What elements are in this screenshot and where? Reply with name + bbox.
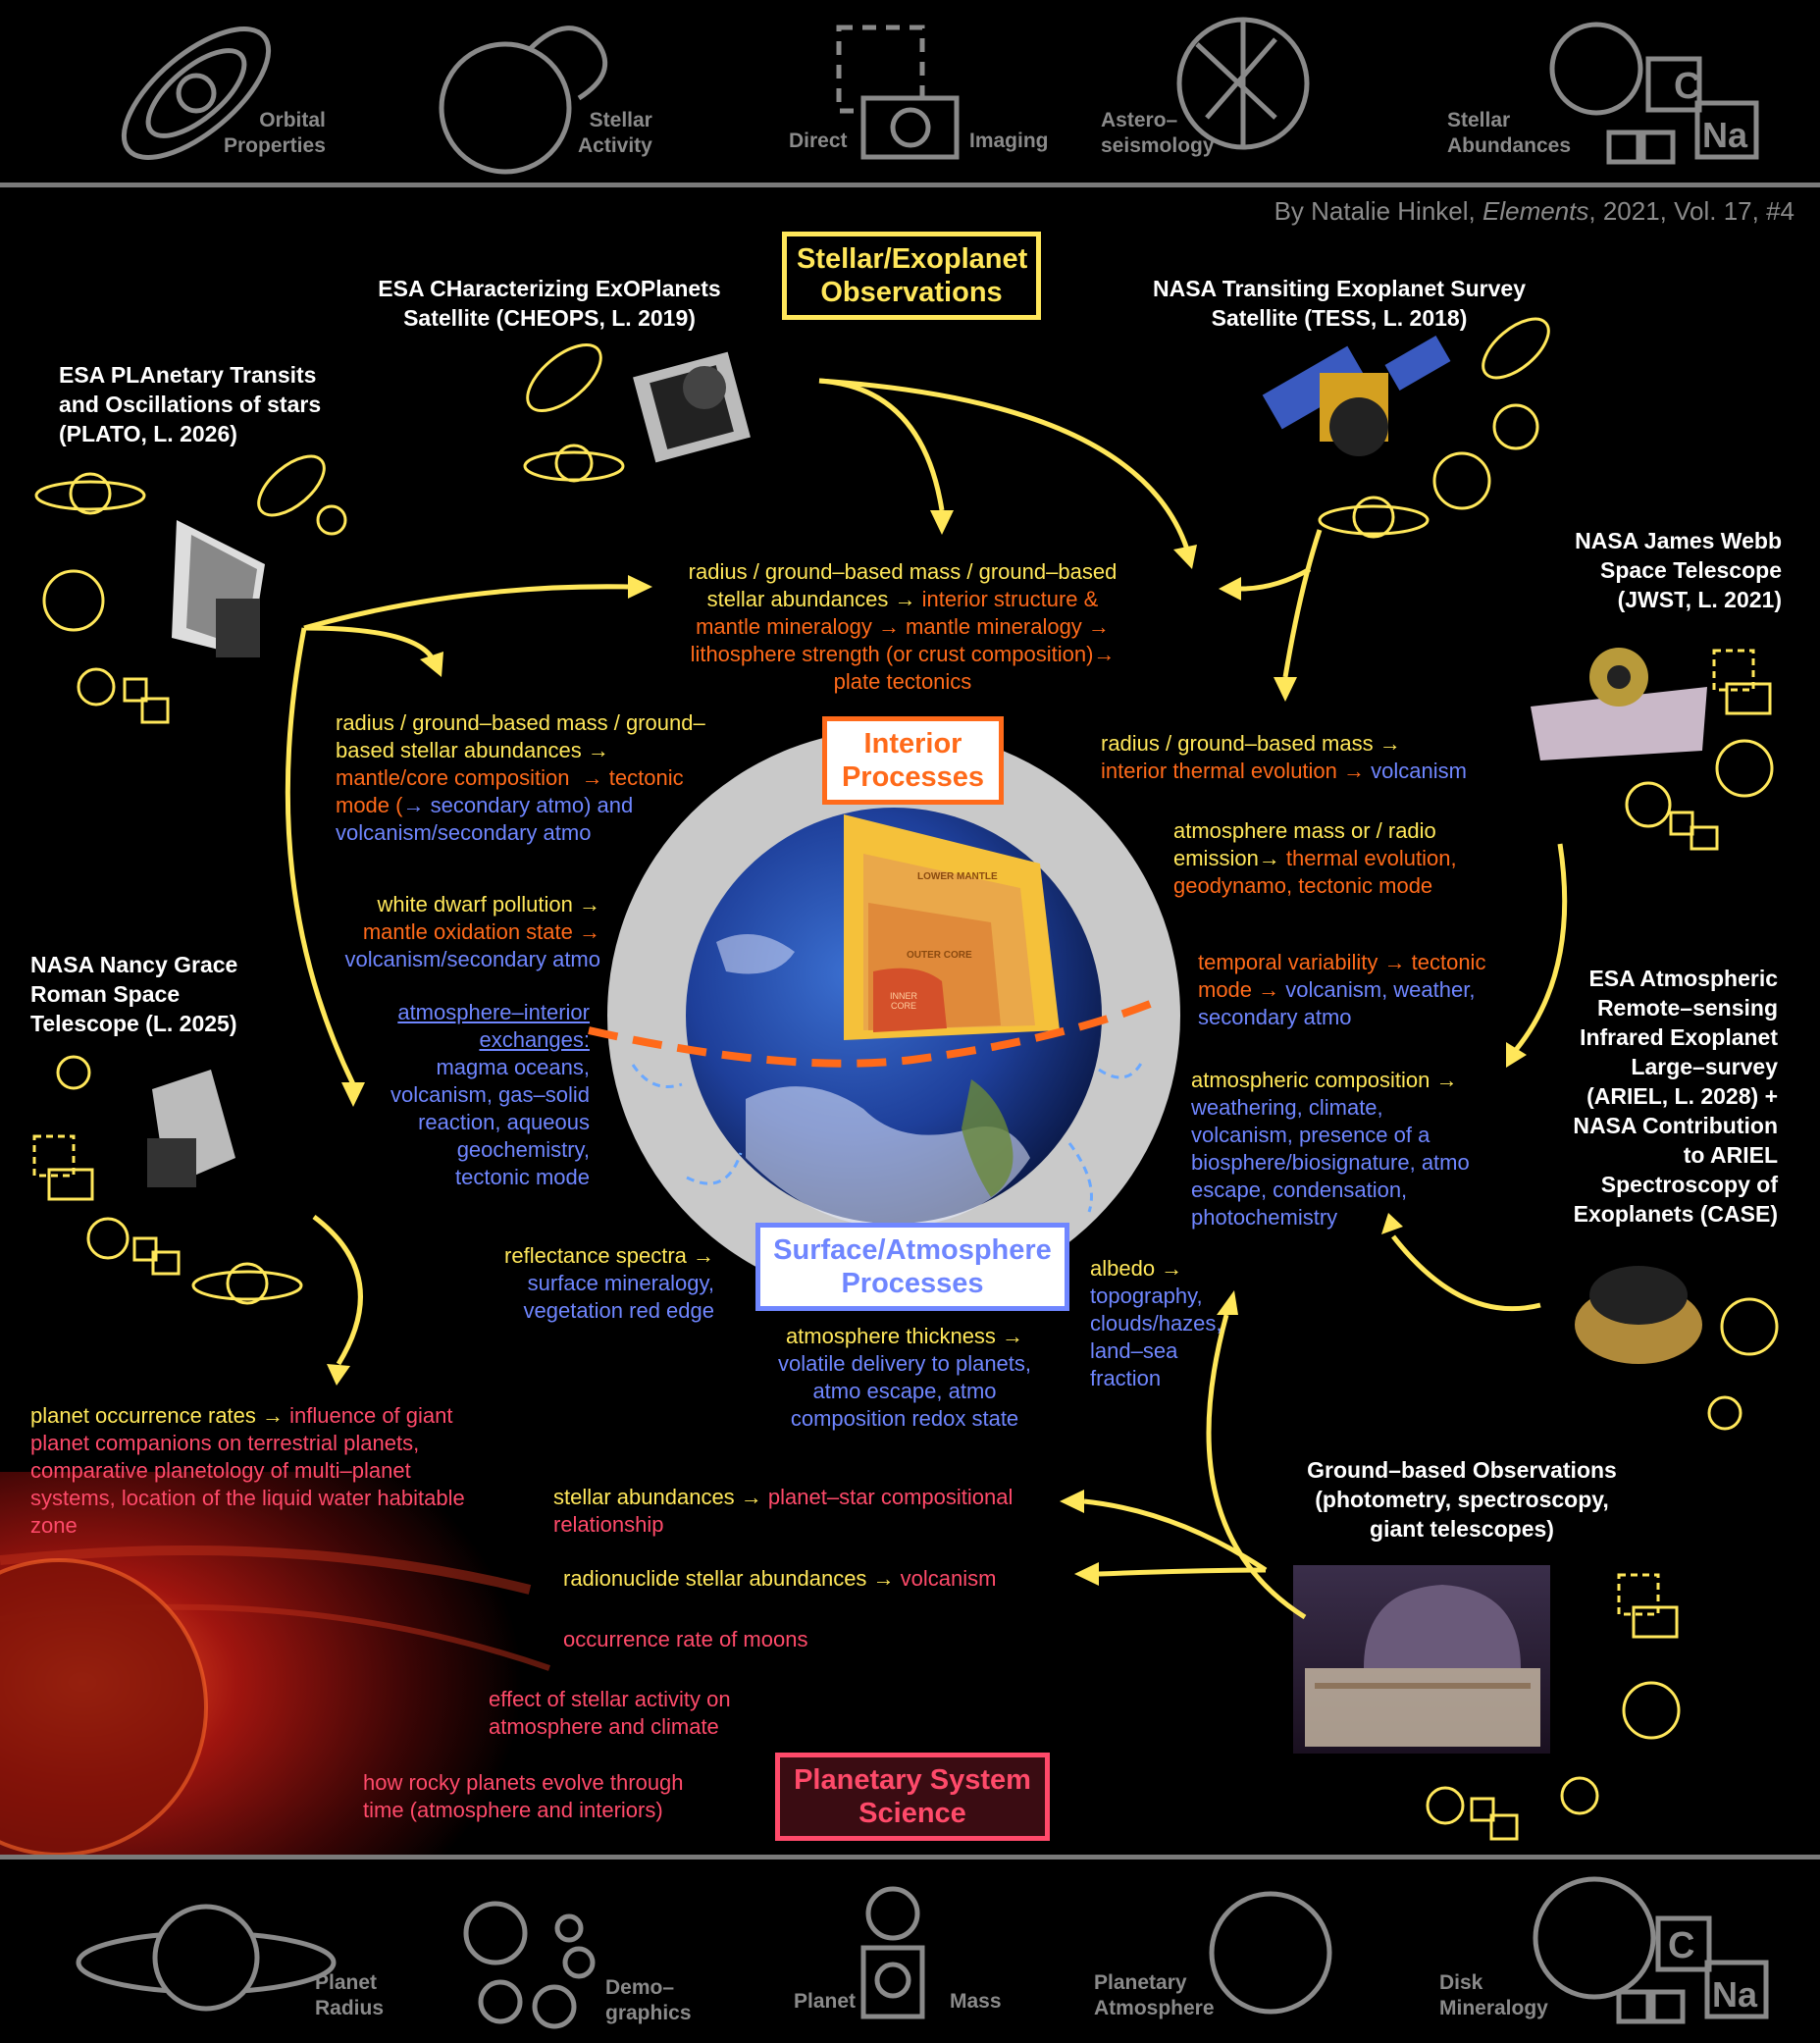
planet-mass-icon — [1560, 1776, 1599, 1815]
mission-cheops: ESA CHaracterizing ExOPlanets Satellite … — [378, 276, 721, 331]
demographics-label: Demo– graphics — [605, 1976, 692, 2024]
planetary-atmosphere-label: Planetary Atmosphere — [1094, 1971, 1215, 2019]
disk-mineralogy-icon — [1533, 1876, 1769, 2024]
planetary-atmosphere-icon — [1715, 739, 1774, 798]
planet-radius-label: Planet Radius — [315, 1971, 385, 2019]
stellar-activity-label: Stellar Activity — [578, 109, 652, 157]
note-left-1: radius / ground–based mass / ground– bas… — [336, 710, 705, 845]
note-rocky-planets: how rocky planets evolve through time (a… — [363, 1770, 684, 1822]
planetary-atmosphere-icon — [1209, 1891, 1332, 2015]
transit-icon — [1318, 504, 1430, 536]
mission-ground: Ground–based Observations (photometry, s… — [1307, 1457, 1617, 1542]
footer-element-c: C — [1668, 1925, 1694, 1966]
credit-line: By Natalie Hinkel, Elements, 2021, Vol. … — [1274, 196, 1794, 226]
footer-element-na: Na — [1712, 1974, 1758, 2015]
interior-box: Interior Processes — [822, 716, 1004, 805]
demographics-icon — [1707, 1395, 1742, 1431]
planetary-box: Planetary System Science — [775, 1753, 1050, 1841]
transit-icon — [34, 480, 146, 511]
planet-radius-icon — [76, 1904, 337, 2012]
asteroseismology-label: Astero– seismology — [1101, 109, 1215, 157]
direct-imaging-icon — [836, 25, 960, 160]
planetary-atmosphere-icon — [1720, 1297, 1779, 1356]
asteroseismology-icon — [1176, 17, 1310, 150]
planet-mass-icon — [860, 1886, 925, 2019]
demographics-icon — [316, 504, 347, 536]
note-left-2: white dwarf pollution → mantle oxidation… — [344, 892, 600, 971]
tess-craft — [1262, 336, 1451, 456]
mission-roman: NASA Nancy Grace Roman Space Telescope (… — [30, 952, 238, 1036]
note-right-1: radius / ground–based mass → interior th… — [1101, 731, 1467, 783]
asteroseismology-icon — [1432, 451, 1491, 510]
roman-craft — [147, 1070, 235, 1187]
note-right-3: temporal variability → tectonic mode → v… — [1198, 950, 1486, 1029]
mission-jwst: NASA James Webb Space Telescope (JWST, L… — [1575, 528, 1782, 612]
transit-icon — [191, 1270, 303, 1301]
outer-core-label: OUTER CORE — [907, 950, 972, 961]
mission-plato: ESA PLAnetary Transits and Oscillations … — [59, 362, 322, 446]
note-top-center: radius / ground–based mass / ground–base… — [688, 559, 1118, 694]
stellar-abundances-icon — [1426, 1786, 1465, 1825]
header-icons: C Na — [121, 17, 1759, 175]
mission-ariel: ESA Atmospheric Remote–sensing Infrared … — [1573, 966, 1778, 1227]
stellar-abundances-icon — [77, 667, 116, 707]
note-occurrence: planet occurrence rates → influence of g… — [30, 1403, 465, 1538]
jwst-craft — [1531, 648, 1707, 760]
demographics-icon — [56, 1055, 91, 1090]
note-stellar-activity: effect of stellar activity on atmosphere… — [489, 1687, 731, 1739]
orbital-properties-icon — [121, 26, 272, 160]
cheops-craft — [633, 351, 751, 463]
planet-mass-label-left: Planet — [794, 1990, 857, 2013]
note-atmosphere-thickness: atmosphere thickness → volatile delivery… — [777, 1324, 1032, 1431]
note-stellar-abundances: stellar abundances → planet–star composi… — [553, 1485, 1014, 1537]
note-reflectance: reflectance spectra → surface mineralogy… — [504, 1243, 714, 1323]
note-right-4: atmospheric composition → weathering, cl… — [1191, 1068, 1470, 1230]
direct-imaging-icon — [1712, 649, 1755, 692]
surface-box: Surface/Atmosphere Processes — [755, 1223, 1069, 1311]
observations-box: Stellar/Exoplanet Observations — [782, 232, 1041, 320]
header-element-c: C — [1674, 66, 1700, 107]
interior-surface-boundary — [588, 997, 1160, 1068]
direct-imaging-label-left: Direct — [789, 130, 848, 152]
disk-mineralogy-icon — [1625, 781, 1672, 828]
inner-core-label: INNER CORE — [890, 991, 918, 1011]
orbital-properties-label: Orbital Properties — [224, 109, 326, 157]
note-right-2: atmosphere mass or / radio emission→ the… — [1173, 818, 1457, 898]
orbit-icon — [526, 343, 602, 412]
direct-imaging-label-right: Imaging — [969, 130, 1049, 152]
note-moons: occurrence rate of moons — [563, 1627, 808, 1651]
ariel-craft — [1575, 1266, 1702, 1364]
direct-imaging-icon — [1617, 1573, 1660, 1616]
lower-mantle-label: LOWER MANTLE — [917, 871, 998, 882]
planet-mass-label-right: Mass — [950, 1990, 1002, 2013]
orbit-icon — [257, 454, 326, 517]
stellar-activity-icon — [1492, 403, 1539, 450]
asteroseismology-icon — [42, 569, 105, 632]
disk-mineralogy-label: Disk Mineralogy — [1439, 1971, 1548, 2019]
direct-imaging-icon — [32, 1134, 76, 1178]
orbit-icon — [1482, 317, 1550, 380]
stellar-activity-icon — [439, 26, 608, 175]
planetary-atmosphere-icon — [1622, 1681, 1681, 1740]
disk-mineralogy-icon — [86, 1217, 130, 1260]
note-albedo: albedo → topography, clouds/hazes, land–… — [1090, 1256, 1222, 1390]
stellar-abundances-label: Stellar Abundances — [1447, 109, 1572, 157]
note-radionuclide: radionuclide stellar abundances → volcan… — [563, 1566, 997, 1591]
note-left-3: atmosphere–interior exchanges: magma oce… — [390, 1000, 590, 1189]
plato-craft — [172, 520, 265, 657]
mission-tess: NASA Transiting Exoplanet Survey Satelli… — [1152, 276, 1527, 331]
demographics-icon — [463, 1901, 596, 2029]
header-rule — [0, 183, 1820, 187]
stellar-abundances-icon — [1549, 22, 1759, 165]
header-element-na: Na — [1702, 115, 1748, 155]
footer-rule — [0, 1855, 1820, 1860]
